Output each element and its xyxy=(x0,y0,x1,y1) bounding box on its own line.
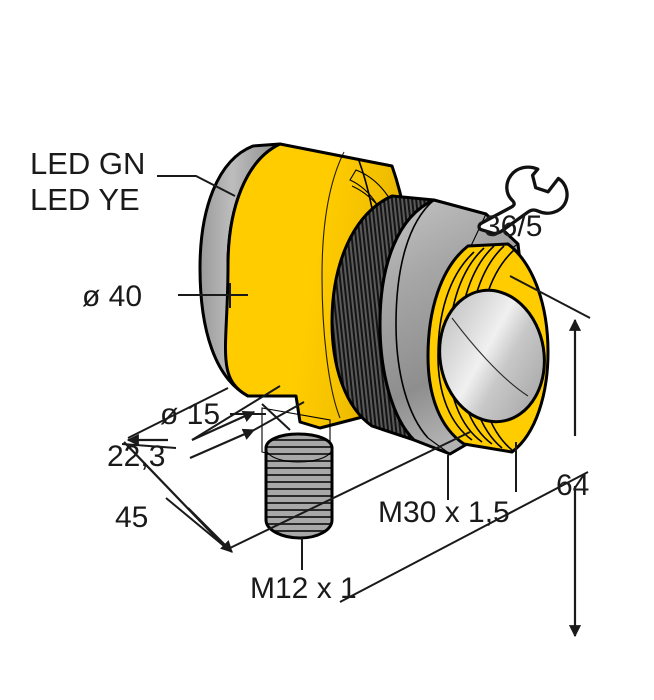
wrench-icon xyxy=(477,165,569,236)
wrench-size-label: 36/5 xyxy=(484,210,542,243)
depth-22-3-label: 22,3 xyxy=(107,440,165,473)
m30-thread-label: M30 x 1,5 xyxy=(378,496,510,529)
led-gn-label: LED GN xyxy=(30,146,145,181)
led-ye-label: LED YE xyxy=(30,182,140,217)
lens-face xyxy=(438,288,546,424)
diameter-15-label: ø 15 xyxy=(160,398,220,431)
dimension-45 xyxy=(121,433,233,553)
m12-connector xyxy=(261,407,334,540)
height-64-label: 64 xyxy=(556,469,589,502)
m30-leader xyxy=(447,442,517,500)
connector-inset-arrow xyxy=(189,401,305,460)
depth-baseline xyxy=(229,431,589,603)
m12-thread-label: M12 x 1 xyxy=(250,572,357,605)
diameter-40-leader xyxy=(178,283,248,308)
depth-45-label: 45 xyxy=(115,501,148,534)
dimension-22-3 xyxy=(127,385,281,442)
led-leader-line xyxy=(157,175,236,197)
diameter-40-label: ø 40 xyxy=(82,280,142,313)
dimension-64 xyxy=(509,275,591,638)
